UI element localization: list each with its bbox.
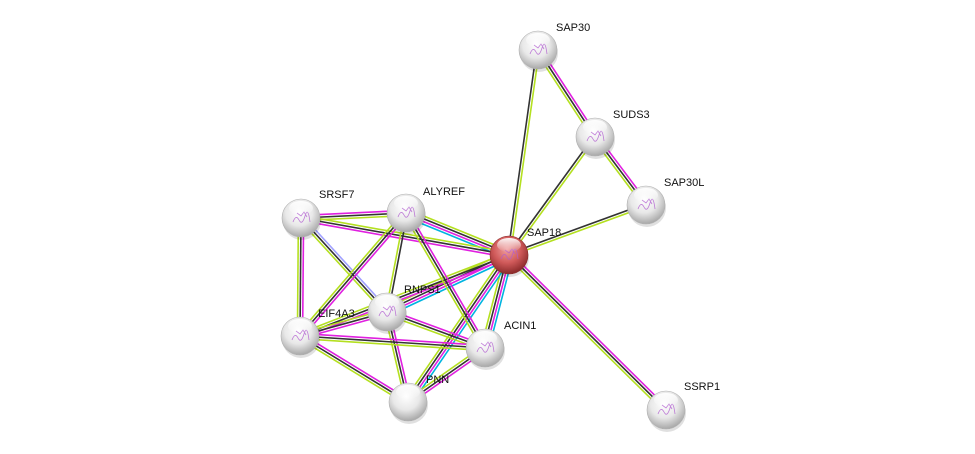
edge-evidence-known-experimental bbox=[300, 332, 486, 347]
edge-alyref-acin1[interactable] bbox=[403, 211, 488, 350]
node-label: EIF4A3 bbox=[318, 308, 355, 320]
edge-srsf7-rnps1[interactable] bbox=[298, 215, 390, 315]
edge-eif4a3-pnn[interactable] bbox=[298, 333, 410, 405]
edge-evidence-known-experimental bbox=[407, 211, 488, 348]
edge-srsf7-eif4a3[interactable] bbox=[296, 217, 305, 337]
edge-evidence-textmining bbox=[299, 337, 485, 352]
node-srsf7[interactable]: SRSF7 bbox=[281, 189, 354, 240]
node-pnn[interactable]: PNN bbox=[388, 374, 449, 424]
node-highlight bbox=[654, 393, 678, 407]
node-label: PNN bbox=[426, 374, 449, 386]
edge-sap18-eif4a3[interactable] bbox=[298, 251, 511, 340]
edge-evidence-known-experimental bbox=[510, 252, 669, 409]
node-label: SSRP1 bbox=[684, 381, 720, 393]
node-highlight bbox=[288, 319, 312, 333]
node-highlight bbox=[526, 33, 550, 47]
node-sap30[interactable]: SAP30 bbox=[518, 22, 590, 72]
node-highlight bbox=[473, 331, 497, 345]
edge-evidence-textmining bbox=[298, 337, 408, 405]
node-highlight bbox=[375, 295, 399, 309]
edge-evidence-coexpression bbox=[406, 253, 509, 402]
edge-evidence-known-experimental bbox=[300, 219, 509, 259]
edge-sap18-sap30l[interactable] bbox=[508, 203, 647, 257]
node-label: SAP30 bbox=[556, 22, 590, 34]
edge-evidence-known-experimental bbox=[300, 256, 511, 340]
edge-eif4a3-acin1[interactable] bbox=[299, 332, 486, 352]
edge-evidence-coexpression bbox=[299, 335, 409, 403]
node-eif4a3[interactable]: EIF4A3 bbox=[280, 308, 355, 358]
edge-evidence-coexpression bbox=[405, 212, 486, 349]
edge-evidence-textmining bbox=[509, 50, 541, 256]
edge-sap18-sap30[interactable] bbox=[506, 49, 541, 256]
node-highlight bbox=[396, 385, 420, 399]
node-highlight bbox=[394, 196, 418, 210]
edge-evidence-textmining bbox=[297, 210, 405, 335]
edge-evidence-homology bbox=[302, 215, 390, 311]
edge-evidence-textmining bbox=[404, 252, 507, 401]
edge-evidence-known-experimental bbox=[301, 218, 305, 337]
node-label: ACIN1 bbox=[504, 320, 536, 332]
edge-evidence-coexpression bbox=[300, 217, 388, 313]
node-sap30l[interactable]: SAP30L bbox=[626, 177, 704, 227]
edge-evidence-coexpression bbox=[508, 254, 667, 411]
edge-evidence-coexpression bbox=[299, 335, 486, 349]
edge-evidence-known-experimental bbox=[301, 214, 409, 339]
node-acin1[interactable]: ACIN1 bbox=[465, 320, 536, 370]
edge-evidence-coexpression bbox=[508, 203, 646, 255]
edge-evidence-textmining bbox=[506, 256, 665, 413]
edge-evidence-coexpression bbox=[299, 212, 407, 337]
edge-evidence-coexpression bbox=[299, 254, 510, 337]
edge-evidence-known-experimental bbox=[408, 255, 511, 404]
node-suds3[interactable]: SUDS3 bbox=[575, 109, 650, 159]
edge-evidence-coexpression bbox=[300, 217, 510, 256]
edge-evidence-textmining bbox=[509, 205, 647, 257]
edge-sap18-suds3[interactable] bbox=[507, 135, 597, 257]
edge-sap18-pnn[interactable] bbox=[404, 252, 513, 405]
node-alyref[interactable]: ALYREF bbox=[386, 186, 465, 235]
edge-evidence-textmining bbox=[298, 219, 386, 315]
node-label: SAP18 bbox=[527, 227, 561, 239]
edge-evidence-textmining bbox=[298, 251, 509, 335]
edge-evidence-textmining bbox=[509, 137, 597, 257]
node-label: SAP30L bbox=[664, 177, 704, 189]
edge-alyref-eif4a3[interactable] bbox=[297, 210, 409, 339]
edge-evidence-known-experimental bbox=[300, 333, 410, 401]
edge-evidence-known-curated bbox=[410, 256, 513, 405]
node-ssrp1[interactable]: SSRP1 bbox=[646, 381, 720, 432]
node-rnps1[interactable]: RNPS1 bbox=[367, 284, 441, 334]
node-sap18[interactable]: SAP18 bbox=[489, 227, 561, 277]
node-label: SRSF7 bbox=[319, 189, 354, 201]
node-label: ALYREF bbox=[423, 186, 465, 198]
node-highlight bbox=[583, 120, 607, 134]
node-highlight bbox=[289, 201, 313, 215]
node-label: RNPS1 bbox=[404, 284, 441, 296]
node-highlight bbox=[497, 238, 521, 252]
edge-evidence-coexpression bbox=[299, 217, 302, 337]
node-highlight bbox=[634, 188, 658, 202]
edge-evidence-coexpression bbox=[506, 49, 538, 255]
edge-evidence-coexpression bbox=[507, 135, 595, 255]
node-label: SUDS3 bbox=[613, 109, 650, 121]
edge-evidence-textmining bbox=[403, 213, 484, 350]
edge-evidence-textmining bbox=[296, 217, 300, 336]
edge-evidence-textmining bbox=[301, 214, 510, 254]
edge-sap18-ssrp1[interactable] bbox=[506, 252, 669, 413]
edge-sap18-srsf7[interactable] bbox=[300, 214, 510, 259]
